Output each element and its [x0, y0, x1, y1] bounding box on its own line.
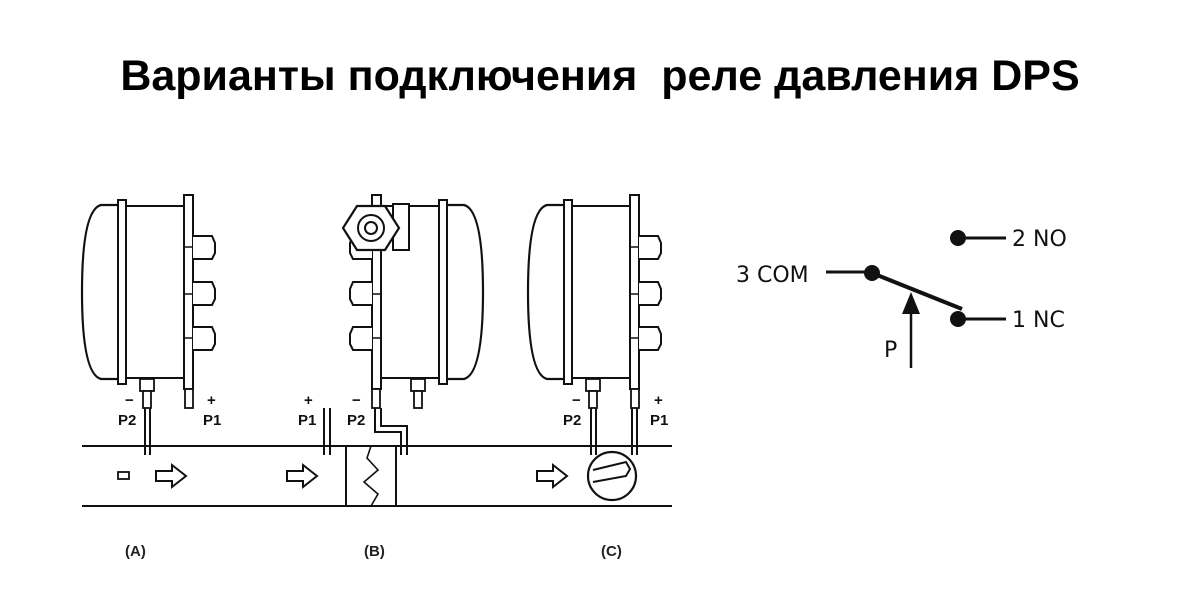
- variant-c-left-port: P2: [563, 412, 581, 429]
- variant-b-left-port: P1: [298, 412, 316, 429]
- switch-schematic: 3 COM 2 NO 1 NC P: [736, 227, 1067, 368]
- variant-c-caption: (C): [601, 543, 622, 560]
- variant-b-caption: (B): [364, 543, 385, 560]
- pressure-label: P: [884, 338, 897, 363]
- no-label: 2 NO: [1012, 227, 1067, 252]
- variant-c-right-sign: +: [654, 392, 663, 409]
- com-label: 3 COM: [736, 263, 809, 288]
- variant-c-left-sign: −: [572, 392, 581, 409]
- switch-lever: [871, 271, 963, 311]
- pressure-switch-a: [80, 193, 217, 410]
- variant-b-right-port: P2: [347, 412, 365, 429]
- variant-b-right-sign: −: [352, 392, 361, 409]
- variant-c-right-port: P1: [650, 412, 668, 429]
- variant-a-left-sign: −: [125, 392, 134, 409]
- pressure-switch-b-fitting: [341, 203, 410, 252]
- variant-b-left-sign: +: [304, 392, 313, 409]
- variant-a: − P2 + P1 (A): [80, 193, 221, 560]
- air-duct: [82, 445, 672, 507]
- filter-symbol: [345, 445, 397, 507]
- variant-a-right-port: P1: [203, 412, 221, 429]
- airflow-arrow-icon: [155, 464, 187, 488]
- variant-a-right-sign: +: [207, 392, 216, 409]
- airflow-arrow-icon: [286, 464, 318, 488]
- small-fan-symbol: [117, 471, 130, 480]
- page-title: Варианты подключения реле давления DPS: [120, 52, 1080, 100]
- variant-c: − P2 + P1 (C): [526, 193, 668, 560]
- airflow-arrow-icon: [536, 464, 568, 488]
- variant-a-caption: (A): [125, 543, 146, 560]
- pressure-switch-c: [526, 193, 663, 410]
- fan-icon: [586, 450, 638, 502]
- variant-a-left-port: P2: [118, 412, 136, 429]
- pressure-arrow-icon: [902, 292, 920, 314]
- nc-label: 1 NC: [1012, 308, 1065, 333]
- variant-b: + P1 − P2 (B): [286, 193, 485, 560]
